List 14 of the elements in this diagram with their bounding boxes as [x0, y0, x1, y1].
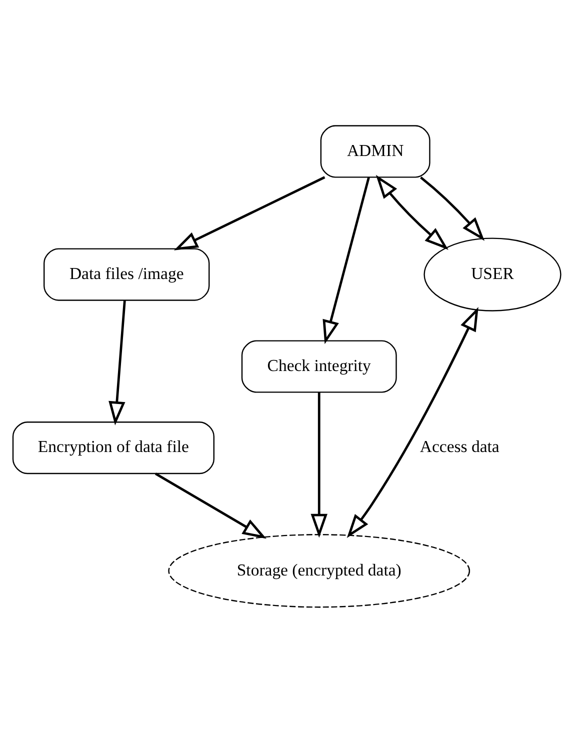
arrow [154, 472, 267, 539]
node-box: ADMIN [320, 125, 430, 178]
arrow [174, 176, 326, 250]
node-box: Data files /image [44, 248, 210, 301]
arrow [108, 300, 126, 426]
node-ellipse: USER [424, 238, 562, 312]
node-box: Check integrity [241, 340, 397, 393]
edge-label: Access data [420, 437, 500, 456]
node-ellipse: Storage (encrypted data) [168, 534, 470, 608]
arrow [376, 174, 448, 250]
arrow [310, 392, 328, 538]
arrow [420, 176, 485, 241]
arrow [346, 307, 478, 538]
node-box: Encryption of data file [12, 422, 214, 474]
